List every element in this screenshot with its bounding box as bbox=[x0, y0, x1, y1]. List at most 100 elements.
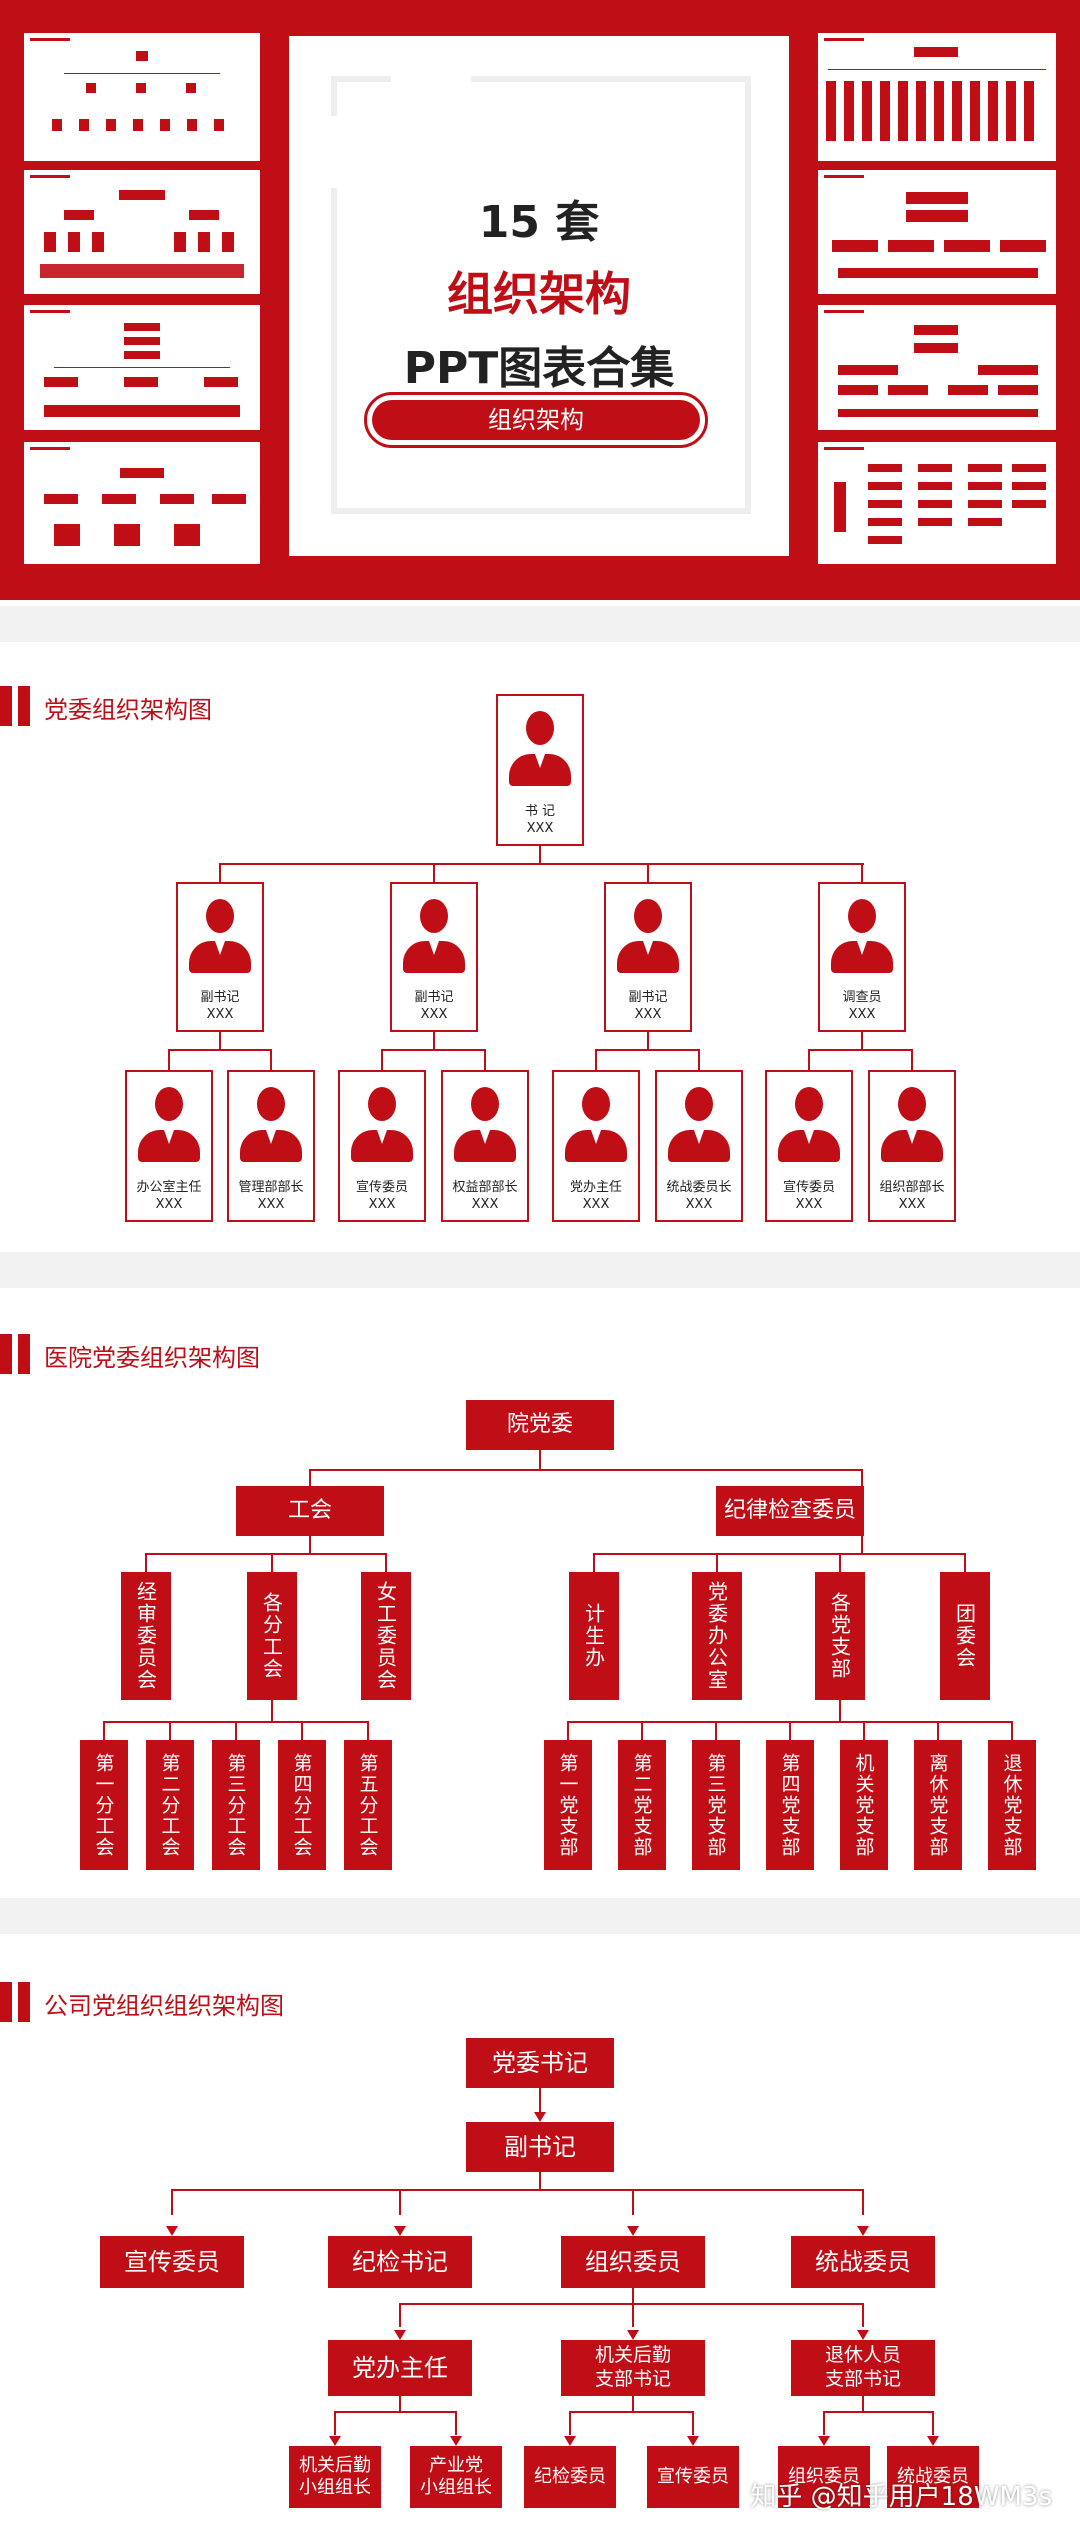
arrow-down-icon bbox=[394, 2330, 406, 2340]
connector-line bbox=[400, 2303, 863, 2305]
connector-line bbox=[647, 1032, 649, 1050]
person-icon-tie bbox=[266, 1129, 276, 1144]
person-icon-tie bbox=[907, 1129, 917, 1144]
connector-line bbox=[964, 1553, 966, 1573]
connector-line bbox=[715, 1721, 717, 1741]
org-box: 纪检委员 bbox=[524, 2446, 616, 2508]
org-box: 退休人员 支部书记 bbox=[791, 2340, 935, 2396]
person-icon-tie bbox=[804, 1129, 814, 1144]
connector-line bbox=[911, 1049, 913, 1071]
org-box: 纪检书记 bbox=[328, 2236, 472, 2288]
connector-line bbox=[862, 2396, 864, 2412]
org-box: 宣传委员 bbox=[100, 2236, 244, 2288]
org-box-vertical: 党委办公室 bbox=[692, 1572, 742, 1700]
org-box: 统战委员 bbox=[791, 2236, 935, 2288]
person-name: XXX bbox=[155, 1197, 183, 1212]
org-box: 产业党 小组组长 bbox=[410, 2446, 502, 2508]
connector-line bbox=[334, 2411, 336, 2435]
arrow-down-icon bbox=[564, 2436, 576, 2446]
person-icon-tie bbox=[643, 941, 653, 955]
person-icon-head bbox=[368, 1087, 396, 1122]
person-icon-head bbox=[257, 1087, 285, 1122]
person-role: 党办主任 bbox=[569, 1180, 622, 1195]
connector-line bbox=[932, 2411, 934, 2435]
org-box-vertical: 第一分工会 bbox=[80, 1740, 128, 1870]
person-role: 组织部部长 bbox=[879, 1180, 945, 1195]
connector-line bbox=[863, 1721, 865, 1741]
arrow-down-icon bbox=[857, 2330, 869, 2340]
connector-line bbox=[716, 1553, 718, 1573]
person-name: XXX bbox=[685, 1197, 713, 1212]
org-box: 工会 bbox=[236, 1486, 384, 1536]
person-name: XXX bbox=[898, 1197, 926, 1212]
cover-count: 15 套 bbox=[478, 197, 600, 248]
cover-title: 组织架构 bbox=[447, 267, 631, 321]
thumbnail-5 bbox=[818, 33, 1056, 161]
person-role: 管理部部长 bbox=[238, 1180, 304, 1195]
org-box-vertical: 第四党支部 bbox=[766, 1740, 814, 1870]
connector-line bbox=[647, 863, 649, 883]
person-name: XXX bbox=[526, 821, 554, 836]
arrow-down-icon bbox=[166, 2226, 178, 2236]
org-box: 院党委 bbox=[466, 1400, 614, 1450]
person-role: 权益部部长 bbox=[452, 1180, 518, 1195]
connector-line bbox=[595, 1049, 597, 1071]
thumbnail-8 bbox=[818, 442, 1056, 564]
connector-line bbox=[309, 1536, 311, 1554]
connector-line bbox=[539, 1450, 541, 1470]
connector-line bbox=[823, 2411, 825, 2435]
arrow-down-icon bbox=[927, 2436, 939, 2446]
arrow-down-icon bbox=[534, 2112, 546, 2122]
connector-line bbox=[632, 2303, 634, 2327]
person-icon-tie bbox=[215, 941, 225, 955]
connector-line bbox=[171, 2189, 173, 2215]
connector-line bbox=[271, 1700, 273, 1722]
arrow-down-icon bbox=[329, 2436, 341, 2446]
connector-line bbox=[539, 846, 541, 864]
connector-line bbox=[301, 1721, 303, 1741]
person-icon-head bbox=[582, 1087, 610, 1122]
org-box-vertical: 第二分工会 bbox=[146, 1740, 194, 1870]
org-box-vertical: 团委会 bbox=[940, 1572, 990, 1700]
connector-line bbox=[593, 1553, 595, 1573]
org-box: 统战委员 bbox=[887, 2446, 979, 2508]
connector-line bbox=[399, 2189, 401, 2215]
connector-line bbox=[809, 1049, 912, 1051]
person-name: XXX bbox=[206, 1007, 234, 1022]
connector-line bbox=[692, 2411, 694, 2435]
person-icon-tie bbox=[164, 1129, 174, 1144]
connector-line bbox=[632, 2288, 634, 2304]
org-box-vertical: 第五分工会 bbox=[344, 1740, 392, 1870]
watermark: 知乎 @知乎用户18WM3s bbox=[750, 2482, 1052, 2512]
connector-line bbox=[824, 2411, 933, 2413]
org-box-vertical: 第二党支部 bbox=[618, 1740, 666, 1870]
person-icon-tie bbox=[694, 1129, 704, 1144]
thumbnail-3 bbox=[24, 305, 260, 430]
org-box-vertical: 各党支部 bbox=[815, 1572, 865, 1700]
connector-line bbox=[433, 1032, 435, 1050]
arrow-down-icon bbox=[627, 2330, 639, 2340]
section1-title: 党委组织架构图 bbox=[44, 696, 212, 724]
connector-line bbox=[235, 1721, 237, 1741]
separator bbox=[0, 1898, 1080, 1934]
connector-line bbox=[103, 1721, 105, 1741]
person-icon-head bbox=[420, 899, 448, 933]
person-icon-tie bbox=[857, 941, 867, 955]
connector-line bbox=[335, 2411, 456, 2413]
connector-line bbox=[861, 1469, 863, 1487]
person-icon-tie bbox=[591, 1129, 601, 1144]
org-box-vertical: 退休党支部 bbox=[988, 1740, 1036, 1870]
org-box-vertical: 离休党支部 bbox=[914, 1740, 962, 1870]
person-icon-head bbox=[634, 899, 662, 933]
connector-line bbox=[381, 1049, 383, 1071]
connector-line bbox=[539, 2088, 541, 2120]
connector-line bbox=[596, 1049, 699, 1051]
connector-line bbox=[937, 1721, 939, 1741]
org-box: 机关后勤 小组组长 bbox=[289, 2446, 381, 2508]
person-name: XXX bbox=[582, 1197, 610, 1212]
arrow-down-icon bbox=[450, 2436, 462, 2446]
person-card: 组织部部长 XXX bbox=[868, 1070, 956, 1222]
